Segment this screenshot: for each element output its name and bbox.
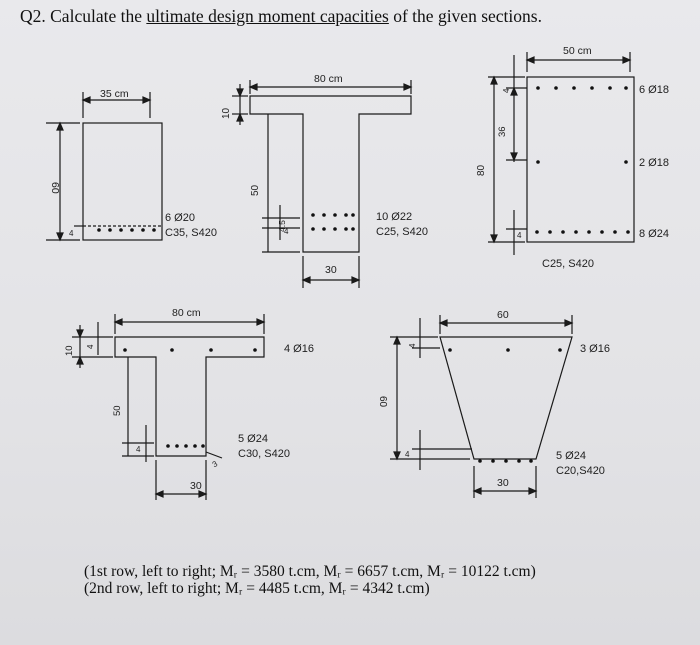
section-1: 35 cm 60 4 6 Ø20 C35, S420 xyxy=(46,88,217,242)
section-3-material-label: C25, S420 xyxy=(542,258,594,270)
section-2-cover-label: 4 xyxy=(284,227,289,236)
section-5-height-label: 60 xyxy=(377,396,388,408)
section-5-material-label: C20,S420 xyxy=(556,465,605,477)
title-prefix: Q2. Calculate the xyxy=(20,6,147,26)
section-2-gap-label: 4.5 xyxy=(277,220,287,232)
section-4-material-label: C30, S420 xyxy=(238,448,290,460)
section-2-thickness-label: 10 xyxy=(221,107,232,119)
section-3-width-label: 50 cm xyxy=(563,45,592,57)
section-3-bottom-cover-label: 4 xyxy=(517,231,522,240)
section-2-web-width-label: 30 xyxy=(325,264,337,276)
section-2-material-label: C25, S420 xyxy=(376,226,428,238)
section-2: 80 cm 10 50 4.5 4 10 Ø22 C25, S420 xyxy=(221,73,428,288)
section-5-top-cover-label: 4 xyxy=(408,343,417,348)
answers-block: (1st row, left to right; Mᵣ = 3580 t.cm,… xyxy=(84,563,536,597)
section-3-bars xyxy=(535,86,630,234)
section-3-top-cover-label: 4 xyxy=(502,88,511,93)
section-4: 80 cm 10 4 50 4 4 Ø16 3 5 Ø24 xyxy=(64,307,314,500)
section-5-bottom-cover-label: 4 xyxy=(405,450,410,459)
title-underlined: ultimate design moment capacities xyxy=(146,6,389,26)
section-2-web-label: 50 xyxy=(250,184,261,196)
section-4-top-cover-label: 4 xyxy=(86,344,95,349)
section-4-bars xyxy=(123,348,257,448)
answers-row-1: (1st row, left to right; Mᵣ = 3580 t.cm,… xyxy=(84,563,536,580)
section-1-width-label: 35 cm xyxy=(100,88,129,100)
section-5-bottom-width-label: 30 xyxy=(497,477,509,489)
section-4-flange-label: 80 cm xyxy=(172,307,201,319)
section-3-top-bars-label: 6 Ø18 xyxy=(639,84,669,96)
title-suffix: of the given sections. xyxy=(388,6,542,26)
section-4-top-bars-label: 4 Ø16 xyxy=(284,343,314,355)
section-2-bars-label: 10 Ø22 xyxy=(376,211,412,223)
section-5-bars xyxy=(448,348,562,463)
section-1-outline xyxy=(82,122,163,241)
section-5-outline xyxy=(439,336,573,460)
section-4-thickness-label: 10 xyxy=(64,345,75,356)
section-1-height-label: 60 xyxy=(49,182,61,194)
section-2-bars xyxy=(311,213,355,231)
section-4-web-label: 50 xyxy=(112,405,123,416)
section-4-bottom-cover-label: 4 xyxy=(136,445,141,454)
section-4-gap-label: 3 xyxy=(211,459,220,469)
section-1-material-label: C35, S420 xyxy=(165,227,217,239)
section-4-bottom-bars-label: 5 Ø24 xyxy=(238,433,268,445)
section-3-height-label: 80 xyxy=(476,164,487,176)
section-5: 60 60 4 4 3 Ø16 5 Ø24 C20,S420 xyxy=(377,309,610,498)
section-5-top-width-label: 60 xyxy=(497,309,509,321)
section-4-outline xyxy=(114,336,265,457)
section-3: 50 cm 80 36 4 4 xyxy=(476,45,669,270)
section-1-cover-label: 4 xyxy=(69,229,74,238)
section-1-bars-label: 6 Ø20 xyxy=(165,212,195,224)
section-4-web-width-label: 30 xyxy=(190,480,202,492)
answers-row-2: (2nd row, left to right; Mᵣ = 4485 t.cm,… xyxy=(84,580,430,597)
section-5-bottom-bars-label: 5 Ø24 xyxy=(556,450,586,462)
section-1-bars xyxy=(97,228,156,232)
section-3-bottom-bars-label: 8 Ø24 xyxy=(639,228,669,240)
section-5-top-bars-label: 3 Ø16 xyxy=(580,343,610,355)
section-3-outline xyxy=(526,76,635,243)
question-title: Q2. Calculate the ultimate design moment… xyxy=(20,6,542,27)
section-2-flange-label: 80 cm xyxy=(314,73,343,85)
section-3-depth-label: 36 xyxy=(497,126,508,137)
section-3-side-bars-label: 2 Ø18 xyxy=(639,157,669,169)
